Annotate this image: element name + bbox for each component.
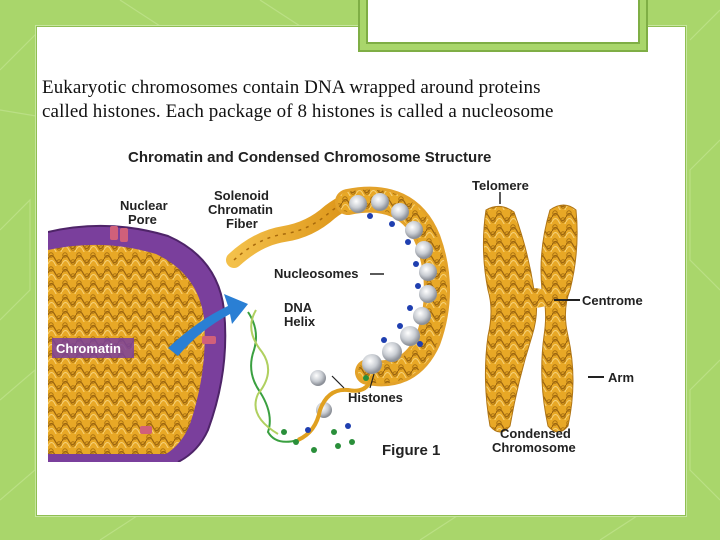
chromatin-label-box: Chromatin bbox=[52, 338, 134, 358]
label-centromere: Centrome bbox=[582, 293, 643, 308]
title-tab-inner bbox=[366, 0, 640, 44]
body-line-2: called histones. Each package of 8 histo… bbox=[42, 101, 554, 122]
label-dna-2: Helix bbox=[284, 314, 316, 329]
label-nuclear-pore-1: Nuclear bbox=[120, 198, 168, 213]
label-solenoid-3: Fiber bbox=[226, 216, 258, 231]
nuclear-pore-icon bbox=[110, 226, 216, 434]
label-solenoid-2: Chromatin bbox=[208, 202, 273, 217]
title-tab bbox=[358, 0, 648, 52]
chromatin-diagram: Chromatin and Condensed Chromosome Struc… bbox=[48, 149, 643, 462]
label-figure: Figure 1 bbox=[382, 442, 440, 459]
zoom-arrow-icon bbox=[168, 294, 248, 356]
label-condensed-2: Chromosome bbox=[492, 440, 576, 455]
slide-body-text: Eukaryotic chromosomes contain DNA wrapp… bbox=[42, 76, 662, 124]
dna-helix bbox=[247, 309, 374, 443]
label-nucleosomes: Nucleosomes bbox=[274, 266, 359, 281]
diagram-title: Chromatin and Condensed Chromosome Struc… bbox=[128, 149, 491, 166]
label-nuclear-pore-2: Pore bbox=[128, 212, 157, 227]
label-histones: Histones bbox=[348, 390, 403, 405]
label-dna-1: DNA bbox=[284, 300, 313, 315]
body-line-1: Eukaryotic chromosomes contain DNA wrapp… bbox=[42, 77, 541, 98]
dna-nucleotides bbox=[281, 375, 369, 453]
label-arm: Arm bbox=[608, 370, 634, 385]
label-condensed-1: Condensed bbox=[500, 426, 571, 441]
label-telomere: Telomere bbox=[472, 178, 529, 193]
condensed-chromosome bbox=[482, 204, 578, 433]
label-chromatin: Chromatin bbox=[56, 341, 121, 356]
label-solenoid-1: Solenoid bbox=[214, 188, 269, 203]
